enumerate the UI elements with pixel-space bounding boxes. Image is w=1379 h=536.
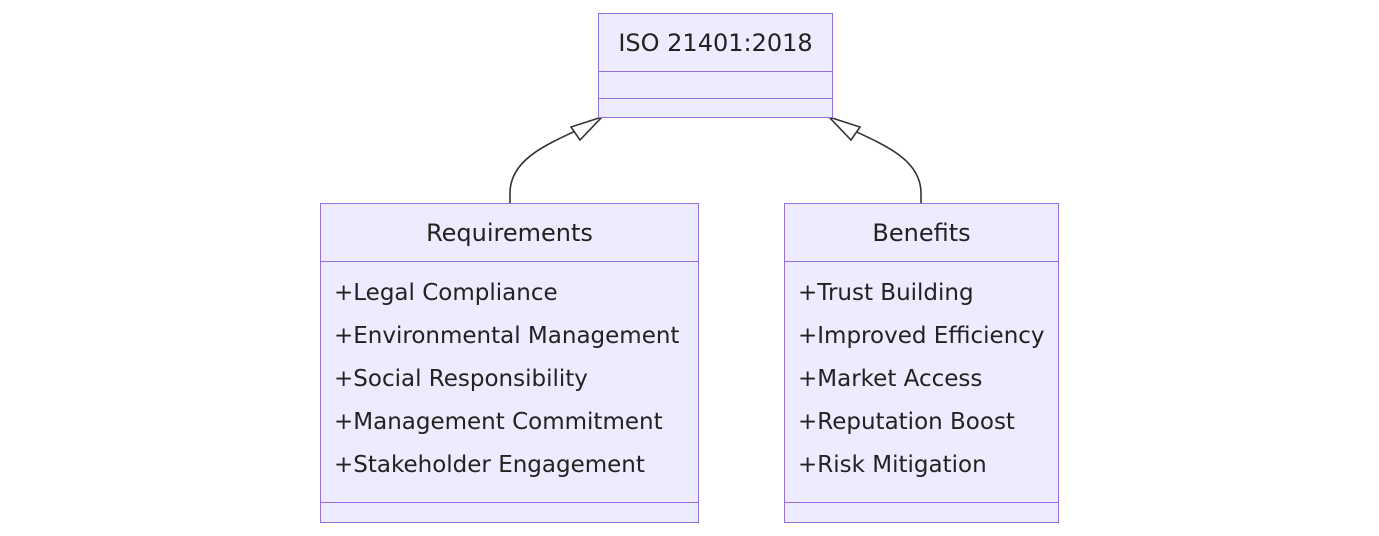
member-market-access: +Market Access xyxy=(798,366,983,392)
class-benefits[interactable]: Benefits +Trust Building +Improved Effic… xyxy=(784,203,1059,523)
member-improved-efficiency: +Improved Efficiency xyxy=(798,323,1045,349)
methods-compartment-iso xyxy=(599,99,832,116)
member-trust-building: +Trust Building xyxy=(798,280,974,306)
attributes-compartment-iso xyxy=(599,72,832,99)
class-title-iso: ISO 21401:2018 xyxy=(599,14,832,72)
class-title-benefits: Benefits xyxy=(785,204,1058,262)
member-risk-mitigation: +Risk Mitigation xyxy=(798,452,987,478)
member-environmental-management: +Environmental Management xyxy=(334,323,680,349)
inheritance-arrowhead-right xyxy=(828,116,862,142)
member-social-responsibility: +Social Responsibility xyxy=(334,366,588,392)
attributes-compartment-benefits: +Trust Building +Improved Efficiency +Ma… xyxy=(785,262,1058,503)
member-management-commitment: +Management Commitment xyxy=(334,409,663,435)
edge-requirements-to-iso xyxy=(509,127,583,203)
class-requirements[interactable]: Requirements +Legal Compliance +Environm… xyxy=(320,203,699,523)
class-title-requirements: Requirements xyxy=(321,204,698,262)
member-legal-compliance: +Legal Compliance xyxy=(334,280,558,306)
member-reputation-boost: +Reputation Boost xyxy=(798,409,1015,435)
attributes-compartment-requirements: +Legal Compliance +Environmental Managem… xyxy=(321,262,698,503)
edge-benefits-to-iso xyxy=(847,127,922,203)
member-stakeholder-engagement: +Stakeholder Engagement xyxy=(334,452,645,478)
class-iso-21401[interactable]: ISO 21401:2018 xyxy=(598,13,833,118)
inheritance-arrowhead-left xyxy=(569,116,603,142)
